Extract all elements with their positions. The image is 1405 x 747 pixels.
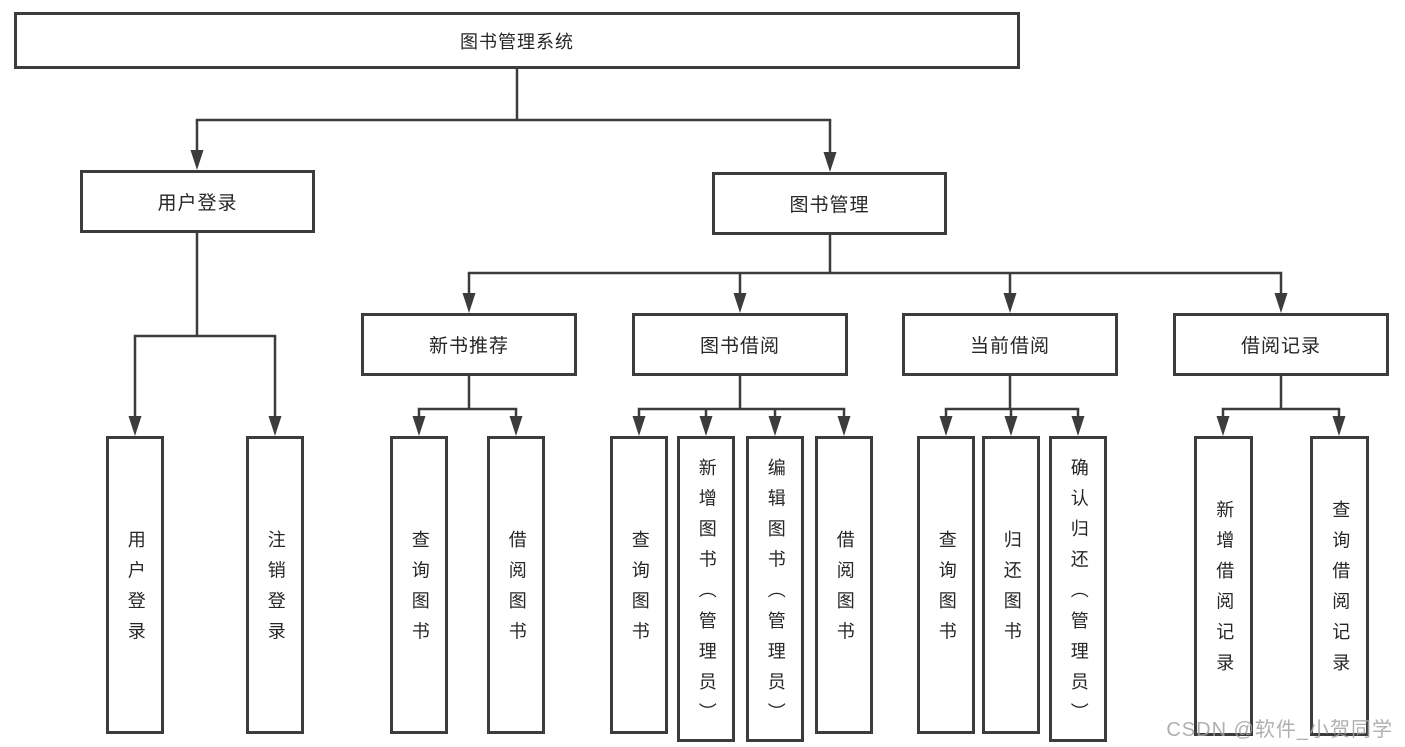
leaf-label: 注销登录 <box>265 530 286 653</box>
leaf-label: 确认归还（管理员） <box>1068 457 1089 733</box>
node-query-book-2: 查询图书 <box>610 436 668 734</box>
leaf-label: 新增借阅记录 <box>1214 500 1235 685</box>
node-user-login-leaf: 用户登录 <box>106 436 164 734</box>
leaf-label: 查询借阅记录 <box>1330 500 1351 685</box>
node-borrow-book-1: 借阅图书 <box>487 436 545 734</box>
leaf-label: 查询图书 <box>936 530 957 653</box>
csdn-watermark: CSDN @软件_小贺同学 <box>1166 719 1393 741</box>
node-borrow-records: 借阅记录 <box>1173 313 1389 376</box>
leaf-label: 查询图书 <box>409 530 430 653</box>
node-current-borrow: 当前借阅 <box>902 313 1118 376</box>
node-query-book-3: 查询图书 <box>917 436 975 734</box>
leaf-label: 归还图书 <box>1001 530 1022 653</box>
node-return-book: 归还图书 <box>982 436 1040 734</box>
leaf-label: 查询图书 <box>629 530 650 653</box>
node-book-borrow: 图书借阅 <box>632 313 848 376</box>
node-query-borrow-record: 查询借阅记录 <box>1310 436 1369 736</box>
node-edit-book-admin: 编辑图书（管理员） <box>746 436 804 742</box>
node-add-borrow-record: 新增借阅记录 <box>1194 436 1253 736</box>
node-borrow-book-2: 借阅图书 <box>815 436 873 734</box>
node-book-management: 图书管理 <box>712 172 947 235</box>
leaf-label: 新增图书（管理员） <box>696 457 717 733</box>
leaf-label: 编辑图书（管理员） <box>765 457 786 733</box>
node-confirm-return-admin: 确认归还（管理员） <box>1049 436 1107 742</box>
leaf-label: 借阅图书 <box>506 530 527 653</box>
node-query-book-1: 查询图书 <box>390 436 448 734</box>
leaf-label: 用户登录 <box>125 530 146 653</box>
node-root-system: 图书管理系统 <box>14 12 1020 69</box>
leaf-label: 借阅图书 <box>834 530 855 653</box>
node-add-book-admin: 新增图书（管理员） <box>677 436 735 742</box>
node-new-book-recommend: 新书推荐 <box>361 313 577 376</box>
node-user-login: 用户登录 <box>80 170 315 233</box>
node-logout: 注销登录 <box>246 436 304 734</box>
